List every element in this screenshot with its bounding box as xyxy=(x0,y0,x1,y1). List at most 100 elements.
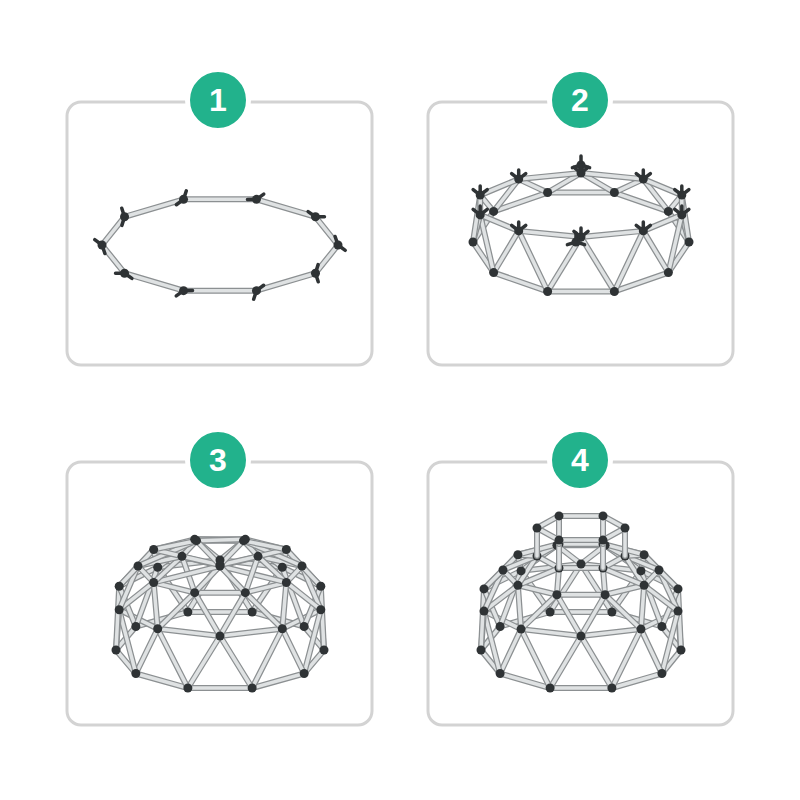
connector-prong xyxy=(315,273,318,282)
connector-hub xyxy=(543,287,552,296)
pipe xyxy=(548,192,615,193)
pipe-edge xyxy=(184,288,257,294)
pipe xyxy=(557,594,605,595)
pipe xyxy=(125,273,184,290)
pipe-edge xyxy=(581,636,612,688)
pipe xyxy=(315,217,338,245)
pipe-edge xyxy=(158,593,195,629)
pipe xyxy=(519,173,581,179)
connector-hub xyxy=(153,624,162,633)
connector-hub xyxy=(636,566,645,575)
connector-prong xyxy=(480,209,487,215)
pipe xyxy=(188,611,252,612)
pipe xyxy=(195,593,220,636)
connector-hub xyxy=(577,632,586,641)
pipe-edge xyxy=(521,629,581,636)
connector-hub xyxy=(674,607,683,616)
connector-hub xyxy=(115,582,124,591)
panel-frame xyxy=(428,462,733,725)
pipe-body xyxy=(195,538,246,542)
pipe-body xyxy=(136,629,158,674)
connector-hub xyxy=(543,188,552,197)
pipe-edge xyxy=(282,582,286,628)
pipe xyxy=(518,585,521,629)
connector-prong xyxy=(184,191,187,200)
pipe-edge xyxy=(286,582,320,609)
pipe-body xyxy=(315,217,338,245)
connector-hub xyxy=(499,566,508,575)
pipe-edge xyxy=(548,288,615,294)
pipe-body xyxy=(119,550,153,587)
connector-prong xyxy=(256,194,263,199)
pipe-body xyxy=(521,629,581,636)
pipe xyxy=(252,629,282,688)
connector-hub xyxy=(599,536,608,545)
pipe xyxy=(154,541,197,550)
pipe xyxy=(136,629,158,674)
connector-prong xyxy=(643,225,650,231)
pipe-body xyxy=(581,629,641,636)
connector-hub xyxy=(149,545,158,554)
pipe xyxy=(612,629,641,688)
connector-hub xyxy=(599,511,608,520)
pipe xyxy=(548,237,581,291)
pipe xyxy=(605,595,641,629)
pipe xyxy=(641,629,662,673)
pipe-body xyxy=(256,273,315,290)
pipe xyxy=(196,539,245,540)
pipe-body xyxy=(480,215,519,231)
connector-hub xyxy=(513,550,522,559)
connector-prong xyxy=(519,174,526,180)
pipe-body xyxy=(480,179,519,195)
connector-hub xyxy=(610,287,619,296)
connector-hub xyxy=(664,207,673,216)
pipe-body xyxy=(188,636,220,688)
pipe-body xyxy=(138,541,196,566)
connector-hub xyxy=(621,524,630,533)
pipe-body xyxy=(125,273,184,290)
pipe-edge xyxy=(644,585,678,611)
connector-hub xyxy=(479,584,488,593)
connector-hub xyxy=(601,590,610,599)
pipe-body xyxy=(188,610,252,614)
connector-prong xyxy=(581,231,588,237)
pipe-edge xyxy=(119,550,153,587)
panel-frame xyxy=(67,102,372,365)
pipe-edge xyxy=(315,217,338,245)
pipe xyxy=(244,541,302,566)
connector-hub xyxy=(517,566,526,575)
pipe-body xyxy=(521,595,557,629)
connector-hub xyxy=(183,684,192,693)
pipe xyxy=(188,636,220,688)
panel-frame xyxy=(428,102,733,365)
pipe-body xyxy=(184,289,257,293)
pipe-edge xyxy=(158,629,188,688)
pipe-edge xyxy=(195,536,246,542)
pipe-body xyxy=(244,541,302,566)
pipe-body xyxy=(548,290,615,294)
pipe xyxy=(480,215,493,273)
connector-prong xyxy=(579,164,583,173)
pipe-edge xyxy=(581,629,641,636)
pipe-edge xyxy=(519,231,548,292)
pipe xyxy=(605,585,644,594)
step-badge: 3 xyxy=(185,427,251,493)
connector-hub xyxy=(112,646,121,655)
pipe-body xyxy=(484,555,518,589)
pipe xyxy=(286,582,320,609)
connector-prong xyxy=(338,245,345,250)
connector-prong xyxy=(643,174,650,180)
connector-hub xyxy=(239,536,248,545)
pipe xyxy=(102,245,125,273)
pipe-body xyxy=(315,245,338,273)
pipe-body xyxy=(518,585,557,594)
pipe-body xyxy=(244,541,287,550)
pipe-edge xyxy=(480,215,519,231)
pipe xyxy=(518,585,557,594)
pipe-edge xyxy=(136,629,158,674)
pipe-edge xyxy=(195,593,220,636)
connector-hub xyxy=(469,238,478,247)
pipe-body xyxy=(188,686,252,690)
connector-hub xyxy=(640,550,649,559)
